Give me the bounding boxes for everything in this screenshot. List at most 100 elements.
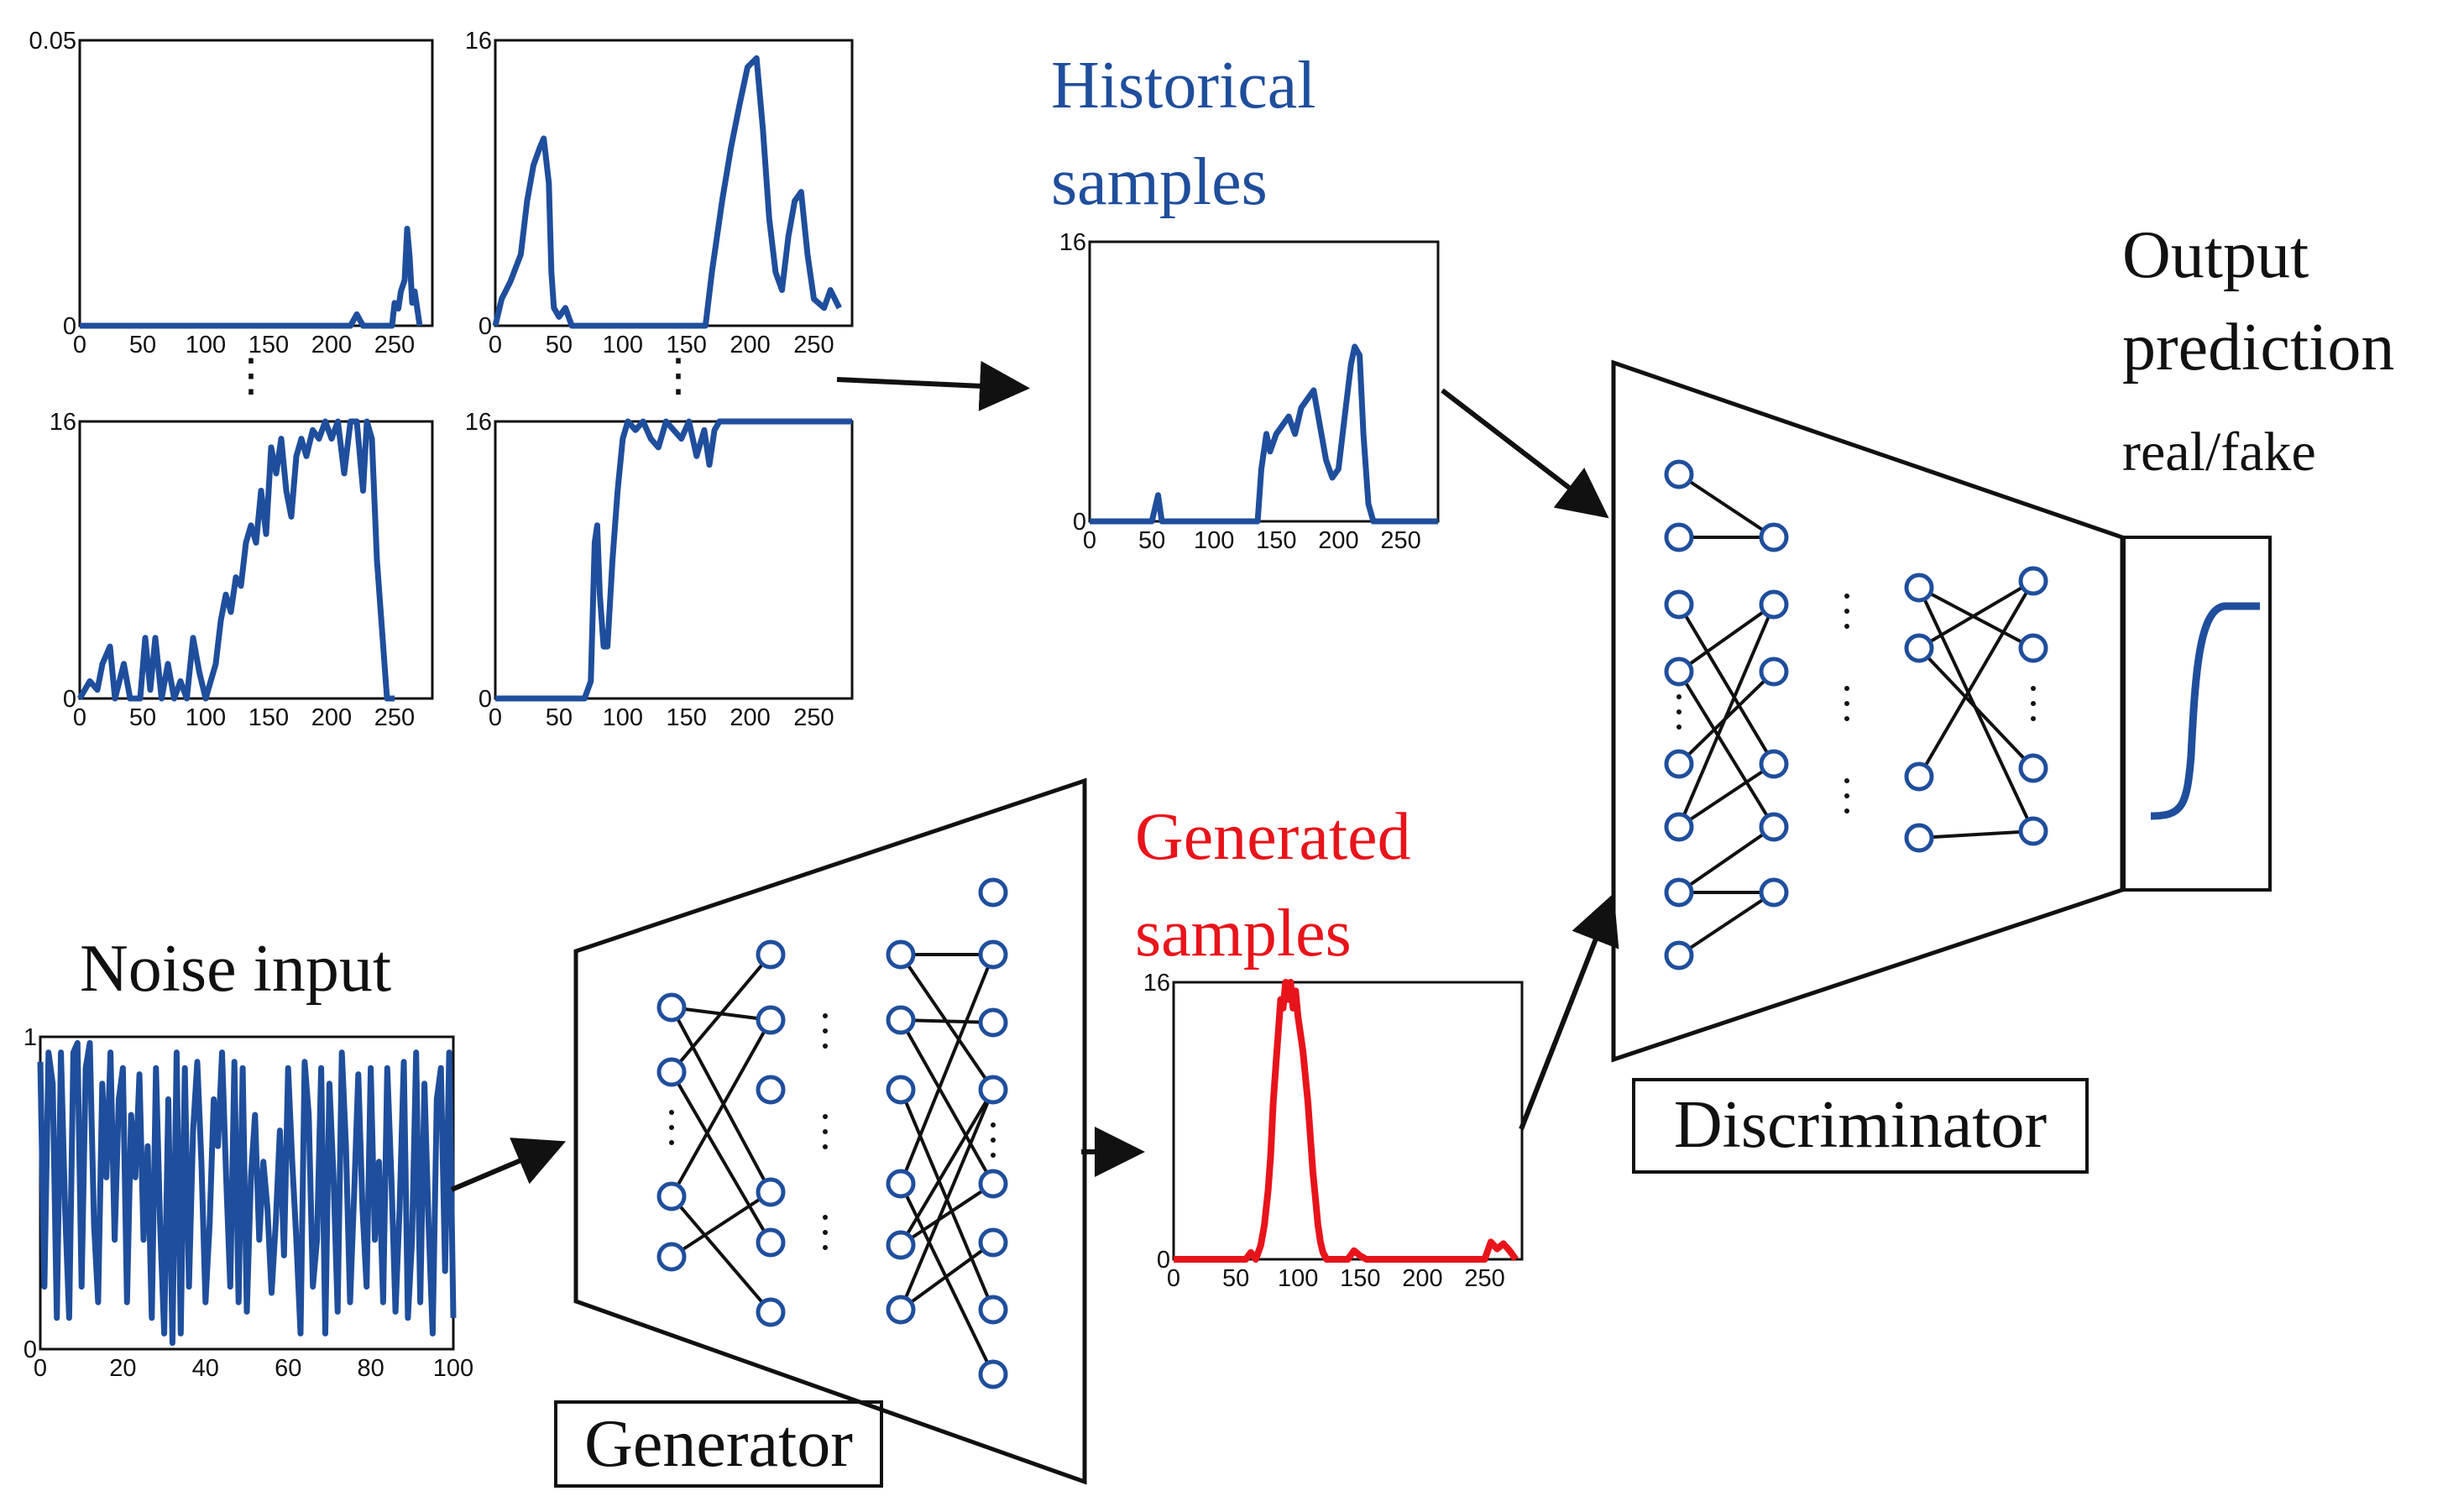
network-edge — [670, 1007, 772, 1193]
y-tick-label: 1 — [24, 1024, 37, 1051]
y-tick-label: 0 — [24, 1337, 37, 1363]
network-node — [656, 992, 687, 1023]
neural-network-graphs — [656, 459, 2048, 1389]
network-node — [756, 1297, 786, 1327]
x-tick-label: 0 — [73, 704, 86, 731]
ellipsis-dot — [991, 1153, 996, 1158]
network-node — [1904, 823, 1934, 853]
generator-label: Generator — [584, 1407, 853, 1481]
network-node — [1759, 877, 1789, 908]
network-node — [1664, 657, 1694, 687]
y-tick-label: 0 — [479, 686, 492, 713]
network-node — [1904, 633, 1934, 663]
x-tick-label: 250 — [1380, 527, 1420, 554]
ellipsis-dot — [1844, 686, 1849, 691]
ellipsis-dot — [823, 1144, 828, 1149]
generator-network-shape — [573, 777, 1087, 1485]
network-edge — [1677, 603, 1776, 766]
series-line — [37, 1039, 457, 1347]
network-node — [1664, 812, 1694, 842]
x-tick-label: 200 — [311, 704, 352, 731]
series-line — [76, 418, 395, 702]
ellipsis-dot — [669, 1140, 674, 1145]
ellipsis-dot — [1844, 594, 1849, 599]
discriminator-network — [1664, 459, 2048, 971]
historical-samples-label-1: Historical — [1051, 49, 1315, 123]
series-line — [80, 225, 423, 329]
x-tick-label: 50 — [1138, 527, 1165, 554]
x-tick-label: 150 — [248, 332, 289, 358]
network-edge — [1677, 603, 1776, 673]
network-edge — [670, 1195, 772, 1314]
network-node — [756, 939, 786, 970]
x-tick-label: 150 — [666, 332, 706, 358]
ellipsis-dot — [823, 1215, 828, 1220]
network-node — [886, 1075, 916, 1105]
x-tick-label: 0 — [1167, 1265, 1180, 1292]
arrow-historical-to-sample — [836, 360, 1030, 411]
ellipsis-dot — [823, 1013, 828, 1018]
y-tick-label: 16 — [1059, 229, 1086, 256]
network-node — [2018, 566, 2048, 596]
network-edge — [1677, 891, 1776, 957]
x-tick-label: 150 — [666, 704, 706, 731]
ellipsis-dot — [823, 1230, 828, 1235]
network-node — [1664, 459, 1694, 489]
ellipsis-dot — [823, 1245, 828, 1250]
network-edge — [1917, 579, 2035, 650]
y-tick-label: 16 — [465, 28, 492, 55]
network-node — [1664, 940, 1694, 971]
network-edge — [899, 1089, 995, 1311]
generated-samples-label-2: samples — [1135, 897, 1352, 971]
generated-samples-label-1: Generated — [1135, 800, 1411, 874]
sigmoid-curve — [2150, 602, 2260, 820]
series-line — [492, 55, 842, 329]
network-edge — [1917, 579, 2035, 778]
x-tick-label: 0 — [489, 332, 502, 358]
historical-samples-label-2: samples — [1051, 145, 1268, 219]
ellipsis-dot — [1844, 624, 1849, 629]
arrow-historical-to-discriminator — [1441, 388, 1609, 519]
network-edge — [1917, 646, 2035, 770]
x-tick-label: 50 — [1222, 1265, 1249, 1292]
network-node — [886, 1005, 916, 1035]
x-tick-label: 250 — [793, 704, 834, 731]
y-tick-label: 0 — [1157, 1247, 1170, 1274]
ellipsis-dot — [2031, 716, 2036, 721]
x-tick-label: 0 — [1083, 527, 1096, 554]
ellipsis-right: ⋮ — [656, 350, 701, 400]
arrow-generated-to-discriminator — [1519, 892, 1619, 1131]
network-node — [1904, 761, 1934, 792]
ellipsis-dot — [1844, 793, 1849, 798]
network-node — [886, 939, 916, 970]
network-node — [756, 1227, 786, 1258]
network-edge — [899, 1241, 995, 1311]
ellipsis-dot — [669, 1125, 674, 1130]
ellipsis-dot — [823, 1028, 828, 1033]
plot-frame — [494, 39, 854, 327]
x-tick-label: 200 — [311, 332, 352, 358]
ellipsis-dot — [1844, 808, 1849, 814]
network-node — [886, 1169, 916, 1199]
y-tick-label: 16 — [465, 409, 492, 436]
ellipsis-dot — [1676, 725, 1682, 730]
network-node — [656, 1057, 687, 1087]
network-node — [1664, 749, 1694, 779]
x-tick-label: 200 — [730, 332, 770, 358]
network-node — [756, 1075, 786, 1105]
network-node — [756, 1177, 786, 1207]
plot-frame — [78, 39, 434, 327]
y-tick-label: 0 — [1073, 509, 1086, 536]
ellipsis-dot — [1844, 716, 1849, 721]
network-node — [1759, 522, 1789, 552]
discriminator-label-box — [1632, 1078, 2089, 1174]
network-edge — [670, 1190, 772, 1258]
network-node — [756, 1005, 786, 1035]
network-node — [978, 1295, 1008, 1325]
x-tick-label: 40 — [192, 1355, 219, 1382]
x-tick-label: 100 — [1194, 527, 1234, 554]
network-node — [978, 1169, 1008, 1199]
